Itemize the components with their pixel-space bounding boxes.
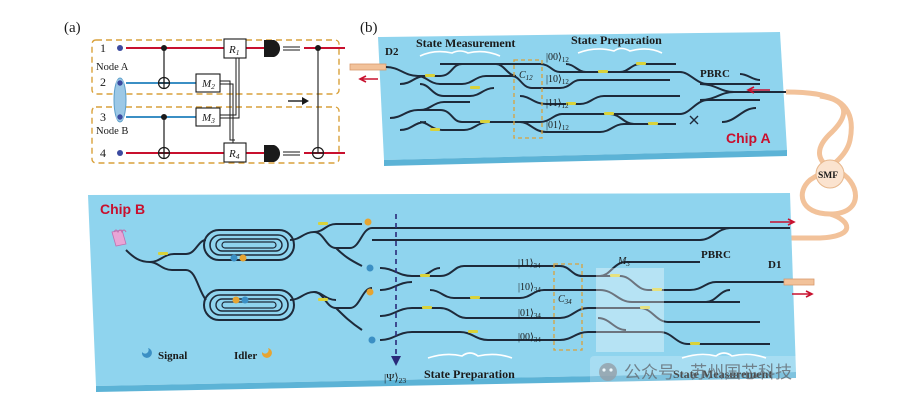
chip-b-ket-10: |10⟩34 xyxy=(518,282,541,294)
chip-a-ket-10: |10⟩12 xyxy=(546,74,569,86)
chip-b-waveguides xyxy=(125,223,792,345)
classical-wire-m3b xyxy=(220,58,240,119)
chip-a-state-preparation: State Preparation xyxy=(571,33,662,47)
chip-b-grating-coupler xyxy=(111,229,127,247)
chip-b-spiral-source-bottom xyxy=(203,289,295,321)
qubit-dot-2 xyxy=(116,79,124,87)
chip-b-legend: Signal Idler xyxy=(141,348,272,362)
panel-a: (a) 1 2 3 4 Node A Node B xyxy=(64,20,345,164)
chip-b-fiber-d1 xyxy=(783,278,815,286)
chip-b-state-preparation: State Preparation xyxy=(424,367,515,381)
qubit-dot-3 xyxy=(116,113,124,121)
block-r4 xyxy=(223,142,247,163)
block-m3-label: M3 xyxy=(201,112,215,125)
node-number-1: 1 xyxy=(100,41,106,55)
block-m2 xyxy=(195,73,221,93)
smf-coil xyxy=(785,89,858,217)
chip-a-name: Chip A xyxy=(726,130,771,146)
chip-b-brace-measurement xyxy=(681,352,767,359)
smf-fiber: SMF xyxy=(785,89,858,241)
chip-b-detector: D1 xyxy=(768,259,781,271)
chip-b-ket-00: |00⟩34 xyxy=(518,332,541,344)
chip-a: (b) D2 State Measurement State Preparati… xyxy=(349,20,787,166)
chip-a-fiber-d2 xyxy=(349,63,387,71)
chip-b-edge xyxy=(96,372,796,392)
chip-b-heaters xyxy=(158,222,700,345)
chip-b-out-arrow xyxy=(792,290,814,298)
chip-b-pbrc: PBRC xyxy=(701,249,731,261)
chip-b-photon-markers xyxy=(364,218,376,344)
chip-b-c34-box xyxy=(553,263,583,351)
watermark-text: 公众号 · 苏州国芯科技 xyxy=(624,363,792,382)
chip-a-state-measurement: State Measurement xyxy=(416,36,515,50)
chip-a-ket-00: |00⟩12 xyxy=(546,52,569,64)
qubit-dot-4 xyxy=(117,150,123,156)
chip-b-in-arrow xyxy=(770,218,796,226)
chip-b-psi-arrowhead xyxy=(391,356,401,366)
smf-label: SMF xyxy=(818,171,838,181)
chip-a-ket-01: |01⟩12 xyxy=(546,120,569,132)
node-number-4: 4 xyxy=(100,146,106,160)
panel-a-label: (a) xyxy=(64,20,81,36)
block-r1 xyxy=(223,38,247,59)
chip-b-brace-preparation xyxy=(427,352,513,359)
detector-4 xyxy=(264,145,281,162)
chip-a-pbrc: PBRC xyxy=(700,68,730,80)
detector-1 xyxy=(264,40,281,57)
chip-a-detector: D2 xyxy=(385,46,399,58)
smf-badge xyxy=(815,159,845,189)
chip-b-psi-label: |Ψ⟩23 xyxy=(384,372,406,385)
idler-icon xyxy=(261,348,272,358)
signal-icon xyxy=(141,348,152,358)
chip-b-name: Chip B xyxy=(100,201,145,217)
chip-b-slab xyxy=(88,193,796,386)
entanglement-ellipse xyxy=(113,77,127,123)
classical-wire-m3a xyxy=(220,58,237,116)
watermark-backing xyxy=(590,356,890,388)
flow-arrow-head xyxy=(302,97,309,105)
chip-a-waveguides xyxy=(385,63,786,133)
chip-a-heaters xyxy=(425,62,658,131)
cnot-1-control xyxy=(161,45,167,51)
chip-a-c12-box xyxy=(513,59,543,139)
node-number-2: 2 xyxy=(100,75,106,89)
chip-b: Chip B xyxy=(88,193,815,392)
smf-to-chip-b xyxy=(790,211,850,241)
cnot-out-control xyxy=(315,45,321,51)
chip-a-in-arrow xyxy=(746,86,770,94)
classical-wire-m2b xyxy=(220,83,235,144)
block-m2-label: M2 xyxy=(201,78,215,91)
wechat-eye-left xyxy=(602,368,606,372)
node-number-3: 3 xyxy=(100,110,106,124)
node-a-label: Node A xyxy=(96,62,129,73)
node-b-label: Node B xyxy=(96,126,128,137)
chip-a-c12-label: C12 xyxy=(519,70,533,82)
wechat-icon xyxy=(599,363,617,381)
chip-b-ket-01: |01⟩34 xyxy=(518,308,541,320)
node-a-frame xyxy=(91,39,340,95)
panel-b-label: (b) xyxy=(360,20,378,36)
cnot-2-control xyxy=(161,114,167,120)
legend-idler: Idler xyxy=(234,350,257,362)
chip-b-c34-label: C34 xyxy=(558,294,572,306)
chip-a-brace-preparation xyxy=(577,47,663,54)
block-r1-label: R1 xyxy=(228,44,239,57)
chip-b-state-measurement: State Measurement xyxy=(673,367,772,381)
chip-a-ket-11: |11⟩12 xyxy=(546,98,569,110)
chip-a-brace-measurement xyxy=(419,50,501,57)
wechat-eye-right xyxy=(609,368,613,372)
legend-signal: Signal xyxy=(158,350,187,362)
chip-b-ket-11: |11⟩34 xyxy=(518,258,541,270)
chip-a-out-arrow xyxy=(358,75,378,83)
watermark: 公众号 · 苏州国芯科技 xyxy=(590,356,890,388)
chip-a-edge xyxy=(384,150,787,166)
chip-b-m3-highlight xyxy=(596,268,664,352)
chip-b-m3-label: M3 xyxy=(617,256,630,268)
block-m3 xyxy=(195,107,221,127)
qubit-dot-1 xyxy=(117,45,123,51)
block-r4-label: R4 xyxy=(228,148,240,161)
chip-b-spiral-source-top xyxy=(203,229,295,262)
